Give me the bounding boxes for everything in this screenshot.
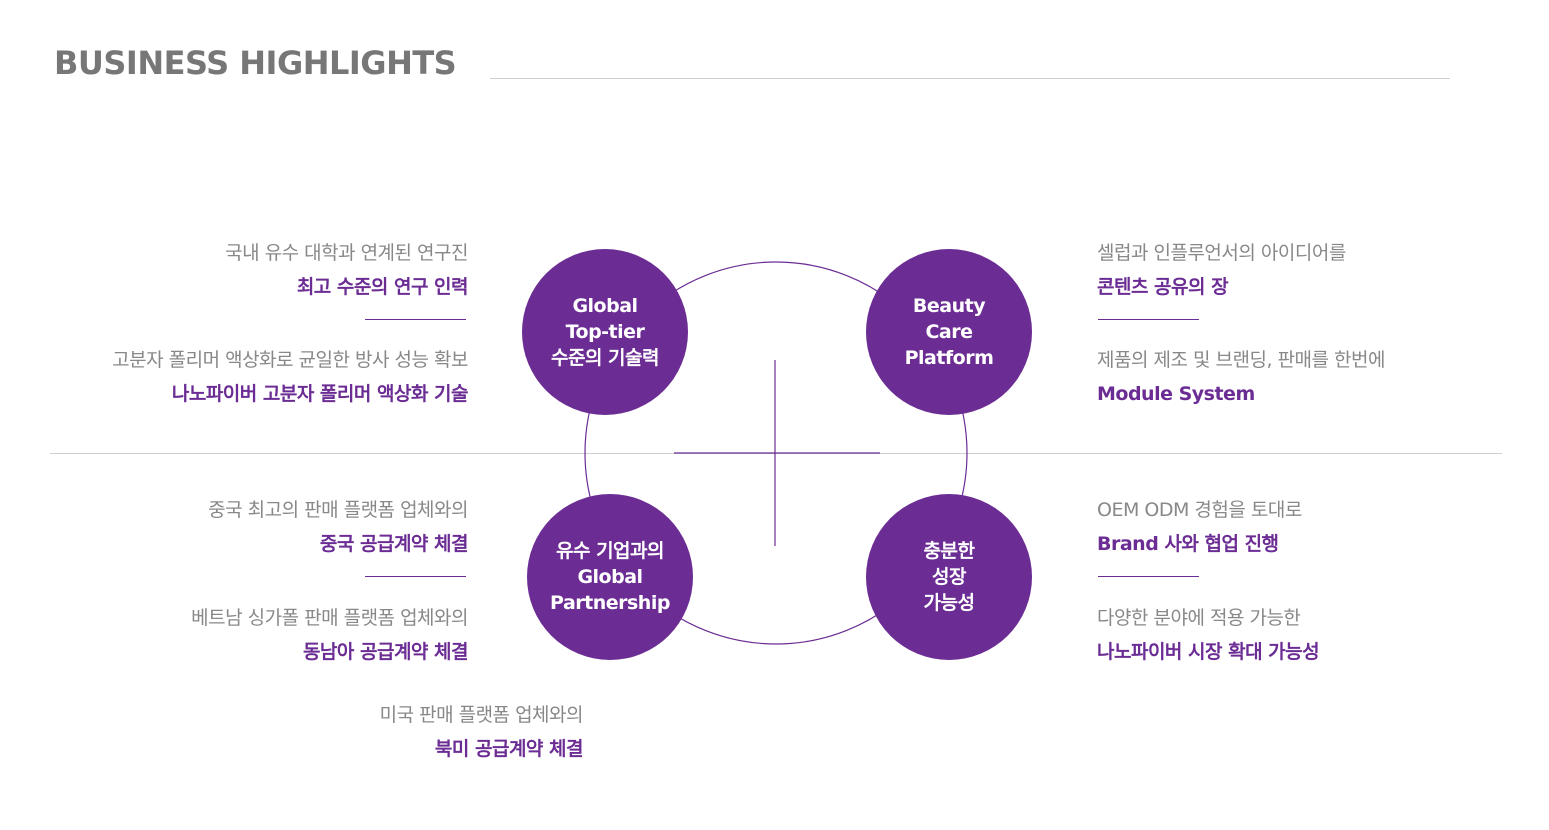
circle-label-line: 가능성 [923, 592, 975, 614]
highlight-content-sharing: 셀럽과 인플루언서의 아이디어를 콘텐츠 공유의 장 [1097, 240, 1549, 300]
circle-global-top-tier: Global Top-tier 수준의 기술력 [522, 249, 688, 415]
ring-circle [584, 261, 968, 645]
highlight-sub: 제품의 제조 및 브랜딩, 판매를 한번에 [1097, 349, 1385, 371]
highlight-main: Brand 사와 협업 진행 [1097, 533, 1279, 555]
highlight-sub: OEM ODM 경험을 토대로 [1097, 499, 1302, 521]
title-rule [490, 78, 1450, 79]
highlight-main: 콘텐츠 공유의 장 [1097, 276, 1229, 298]
circle-label-line: 충분한 [923, 540, 975, 562]
page-title: BUSINESS HIGHLIGHTS [54, 44, 457, 82]
highlight-main: 동남아 공급계약 체결 [302, 641, 469, 663]
highlight-module-system: 제품의 제조 및 브랜딩, 판매를 한번에 Module System [1097, 347, 1549, 407]
highlight-china-contract: 중국 최고의 판매 플랫폼 업체와의 중국 공급계약 체결 [0, 497, 468, 557]
highlight-main: 최고 수준의 연구 인력 [296, 276, 469, 298]
highlight-sub: 고분자 폴리머 액상화로 균일한 방사 성능 확보 [112, 349, 468, 371]
highlight-main: 중국 공급계약 체결 [319, 533, 469, 555]
circle-label-line: Global [577, 566, 643, 588]
highlight-brand-collab: OEM ODM 경험을 토대로 Brand 사와 협업 진행 [1097, 497, 1549, 557]
highlight-main: 북미 공급계약 체결 [434, 738, 584, 760]
circle-global-partnership: 유수 기업과의 Global Partnership [527, 494, 693, 660]
circle-label-line: Global [572, 295, 638, 317]
highlight-sub: 국내 유수 대학과 연계된 연구진 [225, 242, 468, 264]
highlight-divider [365, 319, 466, 320]
highlight-research-team: 국내 유수 대학과 연계된 연구진 최고 수준의 연구 인력 [0, 240, 468, 300]
highlight-sub: 다양한 분야에 적용 가능한 [1097, 607, 1301, 629]
highlight-sea-contract: 베트남 싱가폴 판매 플랫폼 업체와의 동남아 공급계약 체결 [0, 605, 468, 665]
highlight-sub: 중국 최고의 판매 플랫폼 업체와의 [208, 499, 468, 521]
circle-label-line: 유수 기업과의 [556, 540, 665, 562]
circle-label-line: Top-tier [565, 321, 645, 343]
highlight-divider [1098, 576, 1199, 577]
highlight-nanofiber-tech: 고분자 폴리머 액상화로 균일한 방사 성능 확보 나노파이버 고분자 폴리머 … [0, 347, 468, 407]
circle-label-line: Platform [904, 347, 994, 369]
highlight-north-america-contract: 미국 판매 플랫폼 업체와의 북미 공급계약 체결 [23, 702, 584, 762]
highlight-divider [365, 576, 466, 577]
highlight-sub: 셀럽과 인플루언서의 아이디어를 [1097, 242, 1346, 264]
circle-label-line: 성장 [932, 566, 966, 588]
highlight-sub: 미국 판매 플랫폼 업체와의 [379, 704, 584, 726]
circle-label-line: 수준의 기술력 [551, 347, 660, 369]
highlight-sub: 베트남 싱가폴 판매 플랫폼 업체와의 [191, 607, 468, 629]
highlight-main: 나노파이버 시장 확대 가능성 [1097, 641, 1320, 663]
highlight-main: 나노파이버 고분자 폴리머 액상화 기술 [171, 383, 469, 405]
highlight-main: Module System [1097, 383, 1255, 405]
circle-label-line: Beauty [912, 295, 986, 317]
circle-beauty-care-platform: Beauty Care Platform [866, 249, 1032, 415]
highlight-market-expansion: 다양한 분야에 적용 가능한 나노파이버 시장 확대 가능성 [1097, 605, 1549, 665]
circle-growth-potential: 충분한 성장 가능성 [866, 494, 1032, 660]
circle-label-line: Partnership [550, 592, 670, 614]
highlight-divider [1098, 319, 1199, 320]
circle-label-line: Care [925, 321, 973, 343]
